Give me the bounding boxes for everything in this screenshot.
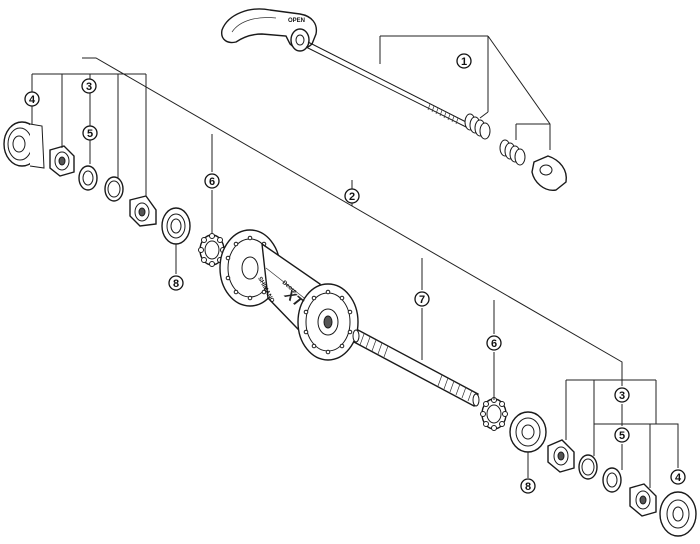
quick-release-skewer: OPEN: [221, 8, 567, 191]
hub-body: Deore XT SHIMANO: [219, 229, 359, 361]
svg-text:2: 2: [349, 191, 355, 203]
callout-2: 2: [344, 188, 360, 204]
ball-retainer-left: [198, 233, 226, 267]
svg-text:7: 7: [419, 294, 425, 306]
svg-text:5: 5: [619, 430, 625, 442]
svg-text:3: 3: [619, 390, 625, 402]
leader-lines: [31, 35, 679, 488]
callout-8-left: 8: [168, 275, 184, 291]
svg-text:3: 3: [86, 81, 92, 93]
callout-4-left: 4: [24, 91, 40, 107]
skewer-spring-1: [464, 113, 491, 140]
cone-left: [129, 195, 157, 227]
svg-text:8: 8: [525, 481, 531, 493]
callout-5-left: 5: [82, 125, 98, 141]
callout-7: 7: [414, 291, 430, 307]
callout-5-right: 5: [614, 427, 630, 443]
svg-text:4: 4: [29, 94, 36, 106]
svg-text:1: 1: [461, 56, 467, 68]
svg-text:4: 4: [675, 472, 682, 484]
skewer-spring-2: [499, 139, 526, 166]
callout-6-right: 6: [486, 335, 502, 351]
svg-text:5: 5: [87, 128, 93, 140]
dust-cover-left: [3, 121, 45, 169]
lock-nut-right: [629, 483, 657, 517]
callout-3-right: 3: [614, 387, 630, 403]
svg-text:6: 6: [209, 176, 215, 188]
svg-text:6: 6: [491, 338, 497, 350]
cone-right: [547, 439, 575, 473]
svg-text:8: 8: [173, 278, 179, 290]
skewer-rod: [307, 41, 471, 125]
hub-axle: [352, 328, 480, 408]
lock-nut-left: [49, 145, 75, 177]
callout-1: 1: [456, 53, 472, 69]
callout-8-right: 8: [520, 478, 536, 494]
callout-6-left: 6: [204, 173, 220, 189]
callout-3-left: 3: [81, 78, 97, 94]
lever-brand: OPEN: [288, 18, 305, 24]
dust-cover-right: [659, 491, 697, 537]
ball-retainer-right: [480, 397, 508, 431]
callout-4-right: 4: [670, 469, 686, 485]
